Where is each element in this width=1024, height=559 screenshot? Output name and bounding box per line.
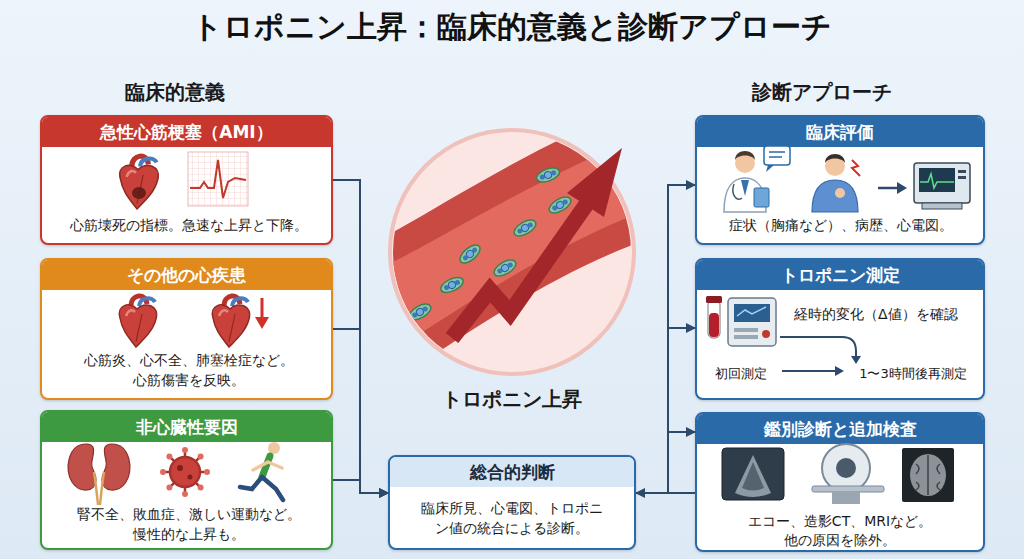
node-heading: トロポニン上昇 xyxy=(378,386,646,412)
process-box: 急性心筋梗塞（AMI） 心筋壊死の指標。急速な上昇と下降。 xyxy=(40,115,333,245)
node-text: エコー、造影CT、MRIなど。 他の原因を除外。 xyxy=(742,512,938,550)
node-heading: その他の心疾患 xyxy=(42,260,331,290)
node-text: 1〜3時間後再測定 xyxy=(843,364,983,384)
node-text: 心筋壊死の指標。急速な上昇と下降。 xyxy=(46,215,331,235)
circle-shape xyxy=(390,130,634,374)
diagram-title: トロポニン上昇：臨床的意義と診断アプローチ xyxy=(0,8,1024,46)
vessel-illustration-part xyxy=(360,95,660,405)
connector xyxy=(333,329,388,493)
vessel-illustration xyxy=(360,95,660,405)
connector xyxy=(636,185,695,493)
node-heading: 鑑別診断と追加検査 xyxy=(697,414,983,444)
connector xyxy=(333,180,388,493)
connector xyxy=(636,492,695,494)
circle-node: トロポニン上昇 xyxy=(388,128,636,376)
node-text: 腎不全、敗血症、激しい運動など。 慢性的な上昇も。 xyxy=(73,504,304,544)
vessel-illustration-part xyxy=(602,140,629,159)
connector xyxy=(333,480,388,493)
process-box: 臨床評価症状（胸痛など）、病歴、心電図。 xyxy=(695,115,985,245)
section-heading: 診断アプローチ xyxy=(752,78,972,106)
node-heading: 非心臓性要因 xyxy=(42,412,331,442)
connector xyxy=(636,328,695,493)
node-text: 症状（胸痛など）、病歴、心電図。 xyxy=(700,215,982,235)
node-heading: トロポニン測定 xyxy=(697,260,983,290)
node-text: 経時的変化（Δ値）を確認 xyxy=(794,304,982,324)
node-text: 初回測定 xyxy=(701,364,781,384)
connector xyxy=(636,432,695,493)
process-box: 鑑別診断と追加検査エコー、造影CT、MRIなど。 他の原因を除外。 xyxy=(695,412,985,552)
process-box: 総合的判断臨床所見、心電図、トロポニン値の統合による診断。 xyxy=(388,455,636,550)
node-text: 心筋炎、心不全、肺塞栓症など。 心筋傷害を反映。 xyxy=(80,350,297,390)
process-box: その他の心疾患心筋炎、心不全、肺塞栓症など。 心筋傷害を反映。 xyxy=(40,258,333,400)
circle-outline xyxy=(388,128,636,376)
node-heading: 臨床評価 xyxy=(697,117,983,147)
node-heading: 総合的判断 xyxy=(390,457,634,487)
process-box: 非心臓性要因腎不全、敗血症、激しい運動など。 慢性的な上昇も。 xyxy=(40,410,333,550)
node-heading: 急性心筋梗塞（AMI） xyxy=(42,117,331,147)
node-text: 臨床所見、心電図、トロポニン値の統合による診断。 xyxy=(417,498,607,538)
process-box: トロポニン測定経時的変化（Δ値）を確認初回測定 1〜3時間後再測定 xyxy=(695,258,985,400)
section-heading: 臨床的意義 xyxy=(125,78,295,106)
